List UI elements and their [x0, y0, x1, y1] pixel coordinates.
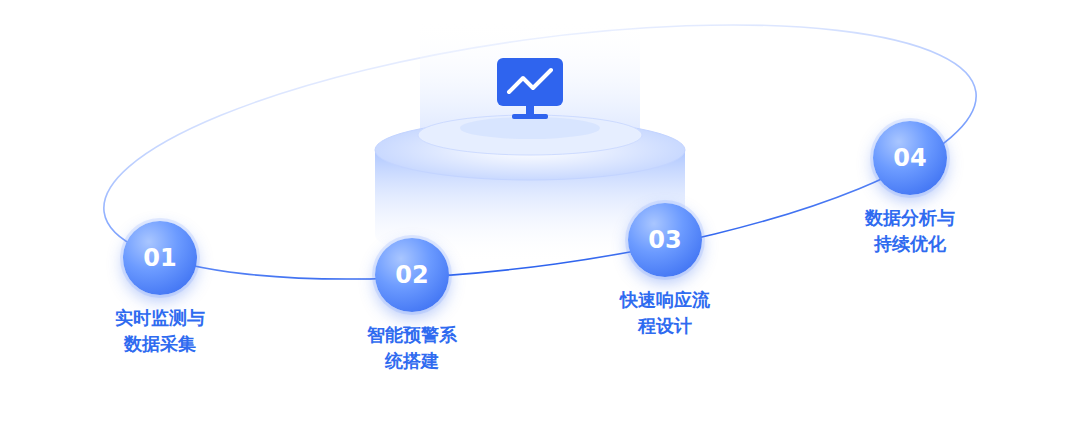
- pedestal-disc-inner: [460, 117, 600, 139]
- step-circle: 01: [123, 221, 197, 295]
- step-circle: 03: [628, 203, 702, 277]
- step-node: 03 快速响应流 程设计: [595, 203, 735, 339]
- monitor-stand: [526, 106, 534, 115]
- step-label: 快速响应流 程设计: [617, 287, 713, 339]
- step-label: 智能预警系 统搭建: [364, 322, 460, 374]
- monitor-screen: [497, 58, 563, 106]
- step-number: 01: [143, 244, 176, 272]
- step-circle: 04: [873, 121, 947, 195]
- step-number: 04: [893, 144, 926, 172]
- step-label: 实时监测与 数据采集: [112, 305, 208, 357]
- step-label: 数据分析与 持续优化: [862, 205, 958, 257]
- step-number: 02: [395, 261, 428, 289]
- orbit-ring: [89, 0, 992, 324]
- step-node: 04 数据分析与 持续优化: [840, 121, 980, 257]
- monitor-base: [512, 114, 548, 119]
- light-beam: [420, 20, 640, 135]
- step-node: 02 智能预警系 统搭建: [342, 238, 482, 374]
- step-number: 03: [648, 226, 681, 254]
- step-node: 01 实时监测与 数据采集: [90, 221, 230, 357]
- step-circle: 02: [375, 238, 449, 312]
- pedestal-disc: [418, 115, 642, 155]
- monitor-chart: [509, 70, 551, 92]
